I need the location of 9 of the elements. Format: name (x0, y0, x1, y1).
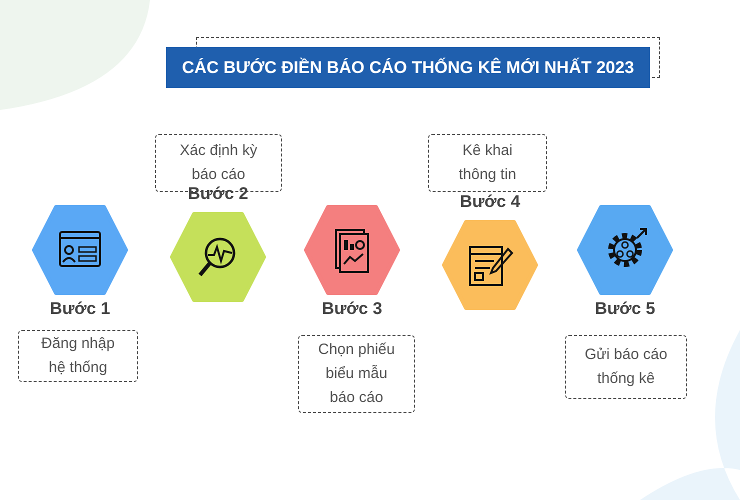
step-label: Bước 3 (320, 299, 384, 319)
step-label: Bước 5 (594, 299, 656, 319)
step-label: Bước 1 (48, 299, 112, 319)
title-banner: CÁC BƯỚC ĐIỀN BÁO CÁO THỐNG KÊ MỚI NHẤT 2023 (166, 47, 650, 88)
dashed-text-box: Chọn phiếu biểu mẫu báo cáo (298, 335, 415, 413)
dashed-text-box: Kê khai thông tin (428, 134, 547, 192)
dashed-text-box: Gửi báo cáo thống kê (565, 335, 687, 399)
dashed-text-box: Đăng nhập hệ thống (18, 330, 138, 382)
step-label: Bước 4 (458, 192, 522, 212)
